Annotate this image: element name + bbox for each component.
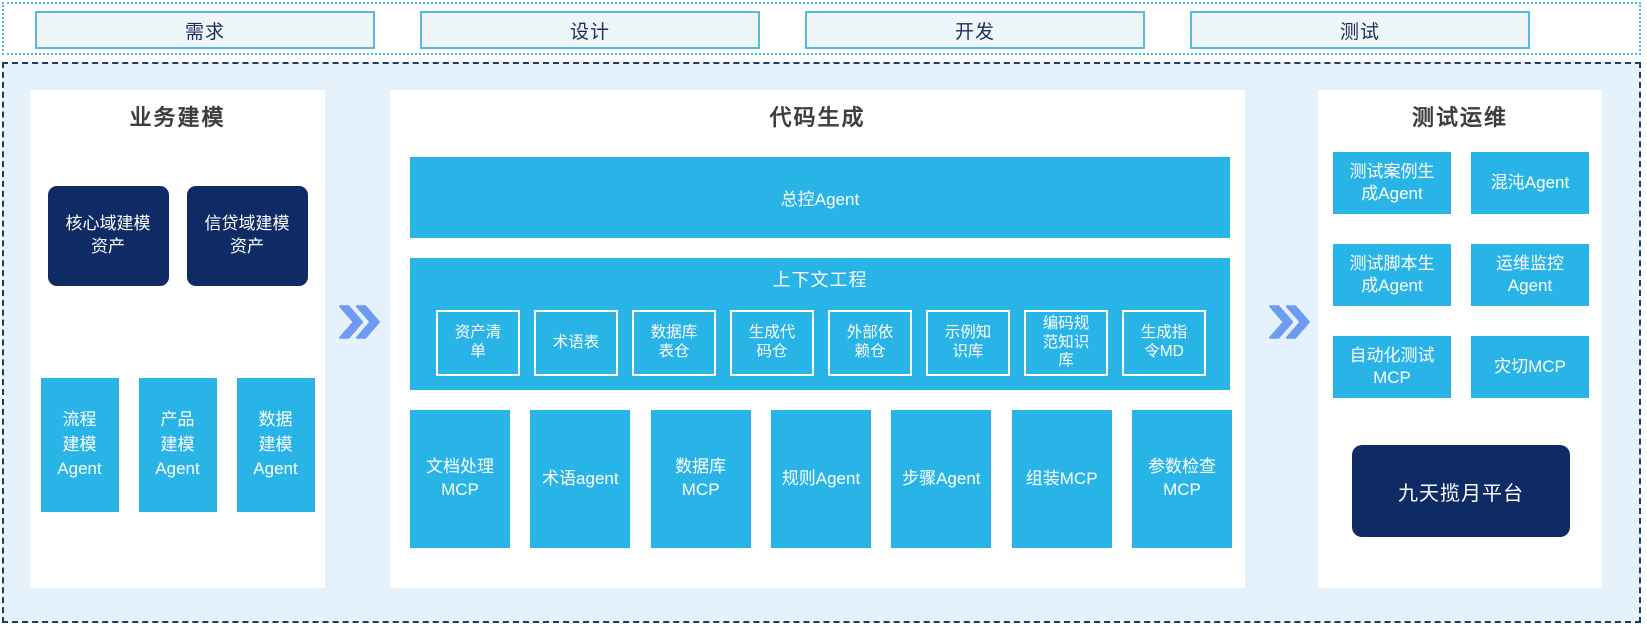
platform-box-jiutian-lanyue: 九天揽月平台 [1352, 445, 1570, 537]
tool-box-database-mcp: 数据库 MCP [650, 410, 751, 548]
modeling-agents-row: 流程 建模 Agent 产品 建模 Agent 数据 建模 Agent [30, 378, 325, 512]
context-item-generated-code-repo: 生成代 码仓 [730, 310, 814, 376]
context-item-glossary: 术语表 [534, 310, 618, 376]
test-ops-grid: 测试案例生 成Agent 混沌Agent 测试脚本生 成Agent 运维监控 A… [1333, 152, 1589, 398]
modeling-assets-row: 核心域建模 资产 信贷域建模 资产 [30, 186, 325, 286]
phase-bar: 需求 设计 开发 测试 [2, 2, 1641, 55]
tool-box-param-check-mcp: 参数检查 MCP [1131, 410, 1232, 548]
phase-box-development: 开发 [805, 11, 1145, 49]
main-diagram-area: 业务建模 核心域建模 资产 信贷域建模 资产 流程 建模 Agent 产品 建模… [2, 62, 1641, 623]
asset-box-core-domain: 核心域建模 资产 [47, 186, 169, 286]
panel-test-ops: 测试运维 测试案例生 成Agent 混沌Agent 测试脚本生 成Agent 运… [1318, 90, 1602, 588]
tool-box-rule-agent: 规则Agent [770, 410, 871, 548]
panel-code-generation: 代码生成 总控Agent 上下文工程 资产清 单 术语表 数据库 表仓 生成代 … [390, 90, 1245, 588]
business-modeling-title: 业务建模 [129, 105, 226, 130]
asset-box-credit-domain: 信贷域建模 资产 [186, 186, 308, 286]
context-engineering-title: 上下文工程 [772, 270, 868, 290]
context-item-example-kb: 示例知 识库 [926, 310, 1010, 376]
flow-arrow-icon [1268, 300, 1310, 344]
tool-box-step-agent: 步骤Agent [891, 410, 992, 548]
tool-box-assembly-mcp: 组装MCP [1011, 410, 1112, 548]
context-engineering-block: 上下文工程 资产清 单 术语表 数据库 表仓 生成代 码仓 外部依 赖仓 示例知… [410, 258, 1230, 390]
test-box-auto-test-mcp: 自动化测试 MCP [1333, 336, 1451, 398]
agent-box-process-modeling: 流程 建模 Agent [40, 378, 119, 512]
context-item-external-deps-repo: 外部依 赖仓 [828, 310, 912, 376]
phase-box-design: 设计 [420, 11, 760, 49]
code-gen-tools-row: 文档处理 MCP 术语agent 数据库 MCP 规则Agent 步骤Agent… [410, 410, 1232, 548]
phase-box-testing: 测试 [1190, 11, 1530, 49]
code-generation-title: 代码生成 [769, 105, 866, 130]
agent-box-data-modeling: 数据 建模 Agent [236, 378, 315, 512]
context-items-row: 资产清 单 术语表 数据库 表仓 生成代 码仓 外部依 赖仓 示例知 识库 编码… [436, 310, 1216, 376]
phase-box-requirements: 需求 [35, 11, 375, 49]
test-box-ops-monitor-agent: 运维监控 Agent [1471, 244, 1589, 306]
test-box-testcase-gen-agent: 测试案例生 成Agent [1333, 152, 1451, 214]
tool-box-doc-processing-mcp: 文档处理 MCP [410, 410, 510, 548]
agent-box-product-modeling: 产品 建模 Agent [138, 378, 217, 512]
panel-business-modeling: 业务建模 核心域建模 资产 信贷域建模 资产 流程 建模 Agent 产品 建模… [30, 90, 325, 588]
flow-arrow-icon [338, 300, 380, 344]
context-item-instruction-md: 生成指 令MD [1122, 310, 1206, 376]
test-box-disaster-switch-mcp: 灾切MCP [1471, 336, 1589, 398]
test-box-testscript-gen-agent: 测试脚本生 成Agent [1333, 244, 1451, 306]
master-agent-bar: 总控Agent [410, 157, 1230, 238]
context-item-db-table-repo: 数据库 表仓 [632, 310, 716, 376]
test-box-chaos-agent: 混沌Agent [1471, 152, 1589, 214]
context-item-asset-list: 资产清 单 [436, 310, 520, 376]
context-item-coding-standard-kb: 编码规 范知识 库 [1024, 310, 1108, 376]
test-ops-title: 测试运维 [1411, 105, 1508, 130]
tool-box-glossary-agent: 术语agent [530, 410, 631, 548]
